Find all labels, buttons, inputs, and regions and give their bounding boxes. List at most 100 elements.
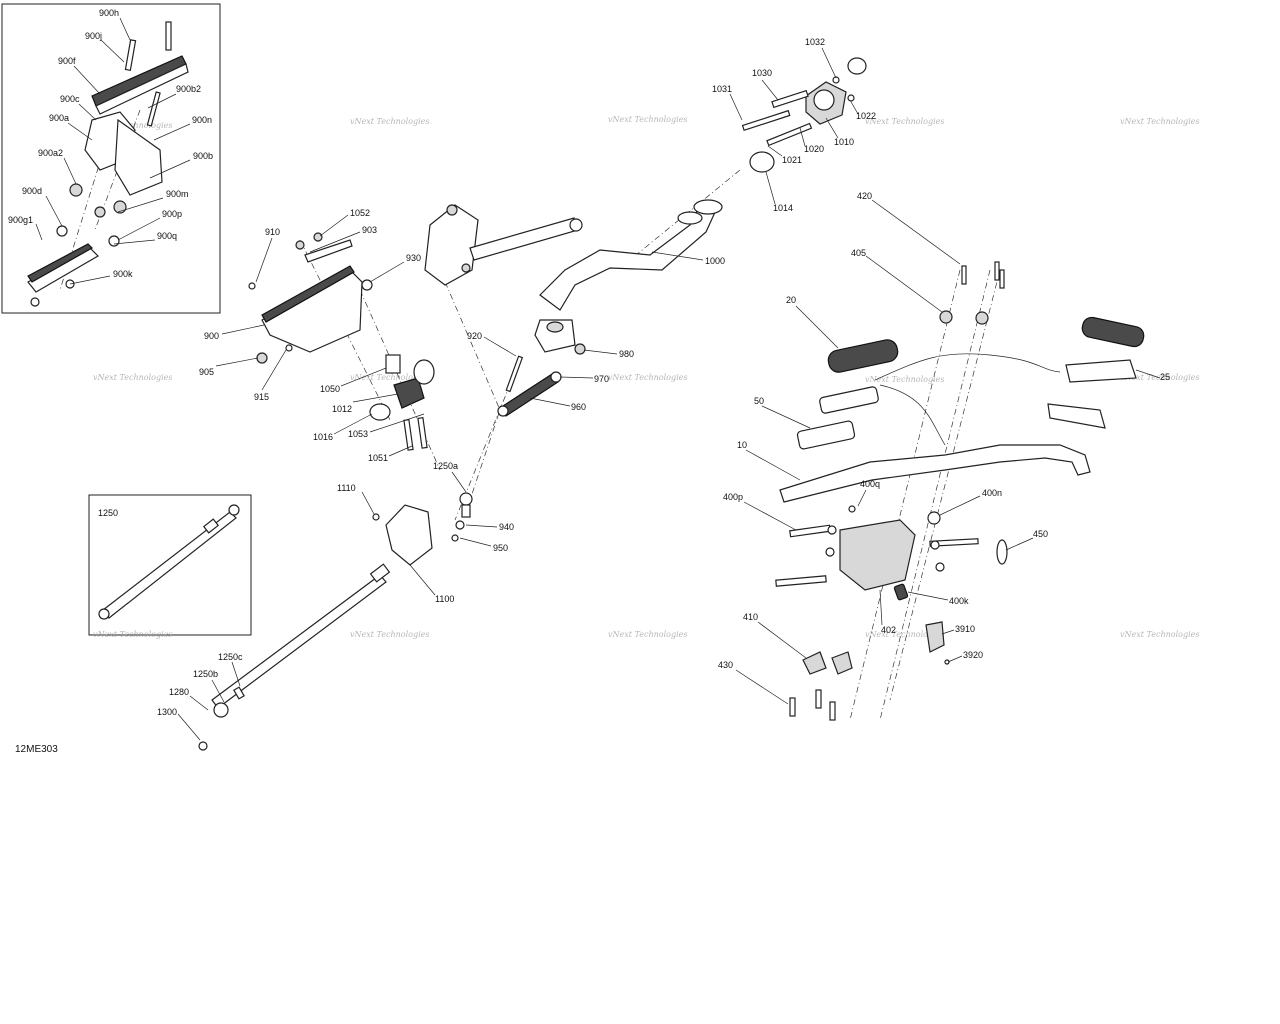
lower-column-1100 <box>211 492 473 709</box>
part-label: 1250c <box>218 652 243 662</box>
part-label: 410 <box>743 612 758 622</box>
assembly-axes <box>59 109 1001 721</box>
pivot-930 <box>424 204 583 286</box>
part-label: 900b <box>193 151 213 161</box>
part-label: 1014 <box>773 203 793 213</box>
part-label: 900d <box>22 186 42 196</box>
part-label: 1100 <box>435 594 454 604</box>
part-label: 910 <box>265 227 280 237</box>
part-label: 905 <box>199 367 214 377</box>
part-label: 1110 <box>337 483 356 493</box>
part-label: 900f <box>58 56 76 66</box>
inset-frame-900 <box>1 3 221 314</box>
clamp-1050 <box>369 354 435 451</box>
part-label: 900n <box>192 115 212 125</box>
part-label: 900k <box>113 269 133 279</box>
part-label: 400n <box>982 488 1002 498</box>
watermark: vNext Technologies <box>1120 117 1199 126</box>
part-label: 940 <box>499 522 514 532</box>
part-label: 1300 <box>157 707 177 717</box>
part-label: 1022 <box>856 111 876 121</box>
rod-end-1250b <box>198 686 245 751</box>
part-label: 903 <box>362 225 377 235</box>
part-label: 900a <box>49 113 69 123</box>
part-label: 970 <box>594 374 609 384</box>
watermark: vNext Technologies <box>865 630 944 639</box>
watermark: vNext Technologies <box>93 121 172 130</box>
column-1000 <box>534 199 723 355</box>
leader-lines <box>35 17 1161 741</box>
part-label: 400q <box>860 479 880 489</box>
part-label: 1010 <box>834 137 854 147</box>
watermark: vNext Technologies <box>1120 630 1199 639</box>
part-label: 950 <box>493 543 508 553</box>
part-label: 980 <box>619 349 634 359</box>
watermark: vNext Technologies <box>1120 373 1199 382</box>
watermarks: vNext Technologies vNext Technologies vN… <box>93 115 1199 639</box>
inset-frame-1250 <box>88 494 252 636</box>
part-label: 1021 <box>782 155 802 165</box>
part-label: 900q <box>157 231 177 241</box>
part-label: 900h <box>99 8 119 18</box>
watermark: vNext Technologies <box>93 373 172 382</box>
watermark: vNext Technologies <box>93 630 172 639</box>
part-label: 402 <box>881 625 896 635</box>
part-label: 915 <box>254 392 269 402</box>
part-label: 900p <box>162 209 182 219</box>
part-label: 1012 <box>332 404 352 414</box>
diagram-code: 12ME303 <box>15 744 58 755</box>
part-label: 1250a <box>433 461 458 471</box>
part-label: 1016 <box>313 432 333 442</box>
part-label: 960 <box>571 402 586 412</box>
part-label: 1053 <box>348 429 368 439</box>
handlebar-assembly <box>779 261 1145 503</box>
link-960 <box>497 355 562 417</box>
part-label: 20 <box>786 295 796 305</box>
watermark: vNext Technologies <box>608 630 687 639</box>
part-label: 1020 <box>804 144 824 154</box>
riser-400 <box>775 505 1008 721</box>
part-label: 900m <box>166 189 189 199</box>
part-label: 430 <box>718 660 733 670</box>
part-labels: 900h 900j 900f 900c 900b2 900a 900n 900a… <box>8 8 1170 717</box>
part-label: 900b2 <box>176 84 201 94</box>
part-label: 900g1 <box>8 215 33 225</box>
bracket-900 <box>248 232 373 364</box>
part-label: 900a2 <box>38 148 63 158</box>
watermark: vNext Technologies <box>608 115 687 124</box>
part-label: 920 <box>467 331 482 341</box>
part-label: 450 <box>1033 529 1048 539</box>
part-label: 1250 <box>98 508 118 518</box>
watermark: vNext Technologies <box>608 373 687 382</box>
part-label: 1250b <box>193 669 218 679</box>
watermark: vNext Technologies <box>350 117 429 126</box>
watermark: vNext Technologies <box>350 630 429 639</box>
part-label: 1031 <box>712 84 732 94</box>
part-label: 3910 <box>955 624 975 634</box>
part-label: 400k <box>949 596 969 606</box>
part-label: 1050 <box>320 384 340 394</box>
inset-1250-rod <box>98 504 240 620</box>
part-label: 1030 <box>752 68 772 78</box>
part-label: 420 <box>857 191 872 201</box>
part-label: 50 <box>754 396 764 406</box>
part-label: 10 <box>737 440 747 450</box>
watermark: vNext Technologies <box>865 117 944 126</box>
watermark: vNext Technologies <box>865 375 944 384</box>
part-label: 900 <box>204 331 219 341</box>
part-label: 405 <box>851 248 866 258</box>
part-label: 3920 <box>963 650 983 660</box>
part-label: 900j <box>85 31 102 41</box>
part-label: 1051 <box>368 453 388 463</box>
part-label: 1052 <box>350 208 370 218</box>
part-label: 400p <box>723 492 743 502</box>
watermark: vNext Technologies <box>350 373 429 382</box>
part-label: 930 <box>406 253 421 263</box>
part-label: 900c <box>60 94 80 104</box>
part-label: 1000 <box>705 256 725 266</box>
part-label: 1280 <box>169 687 189 697</box>
part-label: 25 <box>1160 372 1170 382</box>
inset-900-parts <box>27 21 189 307</box>
part-label: 1032 <box>805 37 825 47</box>
